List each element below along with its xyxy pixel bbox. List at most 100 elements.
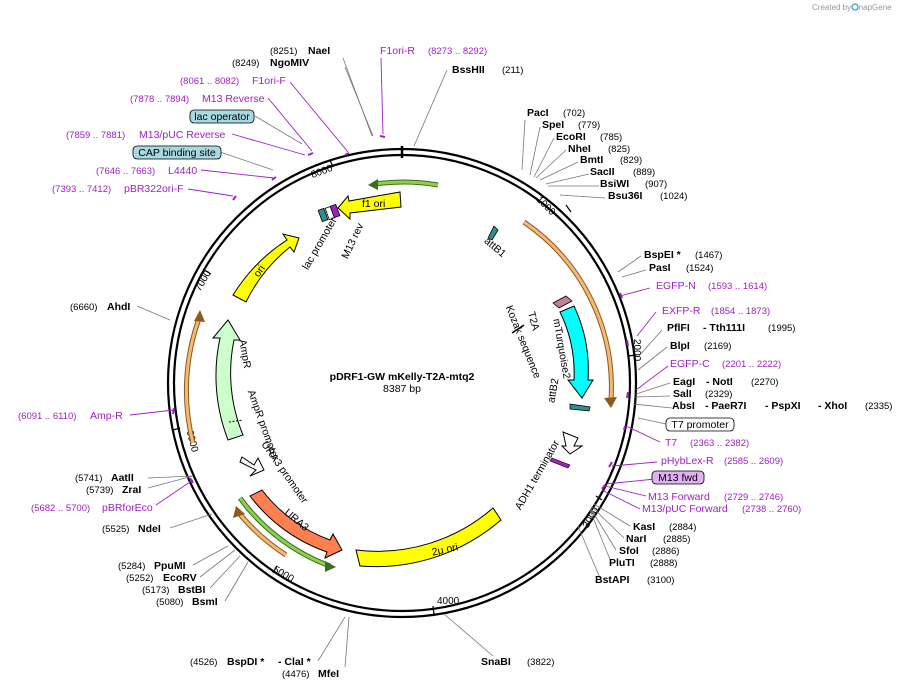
ampr-label: AmpR (236, 339, 253, 370)
svg-text:AatII: AatII (111, 472, 134, 484)
svg-text:(8273 .. 8292): (8273 .. 8292) (428, 46, 487, 57)
svg-text:L4440: L4440 (168, 165, 197, 177)
svg-text:pHybLex-R: pHybLex-R (661, 455, 714, 467)
svg-text:PflFI: PflFI (667, 322, 690, 334)
svg-text:- Tth111I: - Tth111I (703, 322, 745, 334)
svg-text:AbsI: AbsI (672, 400, 695, 412)
svg-text:(5525): (5525) (102, 524, 129, 535)
orange-arc-feature-bottom (233, 506, 288, 558)
svg-text:SalI: SalI (673, 388, 692, 400)
svg-text:SacII: SacII (590, 166, 615, 178)
adh1-terminator-label: ADH1 terminator (513, 438, 563, 512)
svg-text:(2363 .. 2382): (2363 .. 2382) (690, 438, 749, 449)
enzyme-label-ecorv: (5252) EcoRV (126, 572, 197, 584)
enzyme-label-absi: AbsI - PaeR7I - PspXI - XhoI (2335) (672, 400, 892, 412)
svg-text:BlpI: BlpI (670, 340, 690, 352)
svg-text:(5739): (5739) (86, 485, 113, 496)
svg-text:(3822): (3822) (527, 657, 554, 668)
t2a-label: T2A (525, 310, 542, 332)
svg-text:(7859 .. 7881): (7859 .. 7881) (66, 130, 125, 141)
enzyme-label-paci: PacI (702) (527, 107, 585, 119)
attb2-feature: attB2 (545, 377, 591, 412)
enzyme-label-mfei: (4476) MfeI (282, 668, 339, 680)
svg-text:NaeI: NaeI (308, 45, 330, 57)
svg-text:(2270): (2270) (751, 377, 778, 388)
svg-text:NheI: NheI (568, 143, 591, 155)
svg-text:BspEI *: BspEI * (644, 249, 682, 261)
svg-text:(1854 .. 1873): (1854 .. 1873) (711, 306, 770, 317)
svg-text:(7646 .. 7663): (7646 .. 7663) (96, 166, 155, 177)
svg-text:EXFP-R: EXFP-R (662, 305, 701, 317)
svg-text:MfeI: MfeI (318, 668, 339, 680)
svg-text:CAP binding site: CAP binding site (138, 147, 216, 159)
green-arc-feature-top (368, 179, 439, 190)
svg-text:M13 Forward: M13 Forward (648, 491, 710, 503)
primer-label-m13-puc-forward: M13/pUC Forward (2738 .. 2760) (642, 503, 801, 515)
svg-text:- PspXI: - PspXI (765, 400, 801, 412)
svg-text:EagI: EagI (673, 376, 695, 388)
svg-text:- ClaI *: - ClaI * (278, 656, 312, 668)
svg-text:NgoMIV: NgoMIV (270, 57, 309, 69)
primer-label-pbr322ori-f: (7393 .. 7412) pBR322ori-F (52, 183, 184, 195)
enzyme-label-pluti: PluTI (2888) (609, 557, 677, 569)
svg-text:(825): (825) (608, 144, 630, 155)
svg-text:(6091 .. 6110): (6091 .. 6110) (18, 411, 76, 422)
svg-text:(2886): (2886) (652, 546, 679, 557)
lac-operator-box: lac operator (189, 109, 255, 124)
two-micron-ori-label: 2μ ori (431, 541, 459, 558)
cap-binding-site-box: CAP binding site (132, 145, 222, 160)
svg-text:pBR322ori-F: pBR322ori-F (124, 183, 184, 195)
tick-4000: 4000 (437, 596, 460, 607)
svg-text:(1995): (1995) (768, 323, 795, 334)
adh1-terminator-feature: ADH1 terminator (513, 431, 584, 512)
enzyme-label-bmti: BmtI (829) (580, 154, 642, 166)
svg-text:AhdI: AhdI (107, 301, 130, 313)
svg-text:(2201 .. 2222): (2201 .. 2222) (722, 359, 781, 370)
svg-text:SnaBI: SnaBI (481, 656, 511, 668)
svg-text:(5682 .. 5700): (5682 .. 5700) (31, 503, 90, 514)
attb1-label: attB1 (482, 235, 509, 260)
svg-text:PasI: PasI (649, 262, 671, 274)
primer-label-exfp-r: EXFP-R (1854 .. 1873) (662, 305, 770, 317)
ori-label: ori (251, 263, 268, 279)
enzyme-label-ecori: EcoRI (785) (556, 131, 622, 143)
primer-label-amp-r: (6091 .. 6110) Amp-R (18, 410, 123, 422)
f1-ori-feature: f1 ori (337, 191, 402, 221)
svg-text:BmtI: BmtI (580, 154, 603, 166)
svg-text:(2335): (2335) (865, 401, 892, 412)
enzyme-label-ndei: (5525) NdeI (102, 523, 161, 535)
green-arc-feature-bottom (237, 496, 336, 572)
svg-text:M13/pUC Reverse: M13/pUC Reverse (139, 129, 226, 141)
svg-text:pBRforEco: pBRforEco (102, 502, 153, 514)
ori-feature: ori (232, 233, 300, 303)
enzyme-label-snabi: SnaBI (3822) (481, 656, 554, 668)
enzyme-label-bsiwi: BsiWI (907) (600, 178, 667, 190)
svg-text:(4476): (4476) (282, 669, 309, 680)
t2a-feature: T2A (525, 295, 573, 332)
primer-label-l4440: (7646 .. 7663) L4440 (96, 165, 197, 177)
enzyme-label-nari: NarI (2885) (626, 533, 690, 545)
svg-text:(8249): (8249) (232, 58, 259, 69)
svg-text:(2329): (2329) (705, 389, 732, 400)
enzyme-label-ngomiv: (8249) NgoMIV (232, 57, 309, 69)
leader-lines (129, 57, 673, 668)
svg-text:(5173): (5173) (142, 585, 169, 596)
svg-text:EcoRI: EcoRI (556, 131, 586, 143)
svg-text:PpuMI: PpuMI (154, 560, 186, 572)
t7-promoter-box: T7 promoter (665, 417, 735, 432)
attb1-feature: attB1 (482, 225, 509, 260)
svg-text:- NotI: - NotI (706, 376, 733, 388)
svg-text:(211): (211) (502, 65, 523, 76)
svg-text:(2888): (2888) (650, 558, 677, 569)
two-micron-ori-feature: 2μ ori (355, 507, 502, 568)
svg-text:T7: T7 (665, 437, 677, 449)
tick-1000: 1000 (534, 194, 558, 218)
svg-text:KasI: KasI (633, 521, 655, 533)
enzyme-label-ahdi: (6660) AhdI (70, 301, 130, 313)
primer-marks (172, 135, 629, 490)
m13-fwd-box: M13 fwd (651, 470, 705, 485)
svg-text:BstBI: BstBI (178, 584, 206, 596)
enzyme-label-eagi: EagI - NotI (2270) (673, 376, 778, 388)
svg-text:(6660): (6660) (70, 302, 97, 313)
